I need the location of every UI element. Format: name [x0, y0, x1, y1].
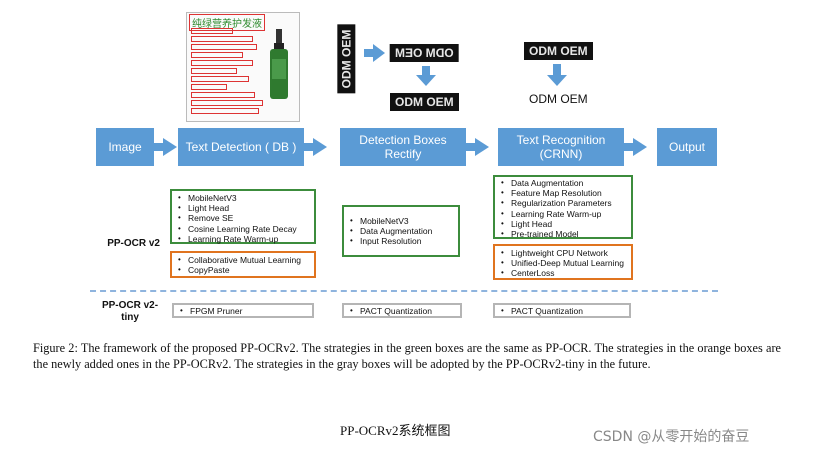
- strategy-item: Lightweight CPU Network: [501, 248, 627, 258]
- strategy-item: FPGM Pruner: [180, 306, 308, 316]
- oem-down-stem: [422, 66, 430, 76]
- strategy-item: Pre-trained Model: [501, 229, 627, 239]
- detection-orange-list: Collaborative Mutual LearningCopyPaste: [176, 255, 310, 276]
- strategy-item: Learning Rate Warm-up: [501, 209, 627, 219]
- bottle-icon: [270, 29, 288, 99]
- flow-text-detection: Text Detection ( DB ): [178, 128, 304, 166]
- detection-green-box: MobileNetV3Light HeadRemove SECosine Lea…: [170, 189, 316, 244]
- strategy-item: Unified-Deep Mutual Learning: [501, 258, 627, 268]
- oem-arrow-right: [373, 44, 385, 62]
- strategy-item: PACT Quantization: [501, 306, 625, 316]
- dashed-separator: [90, 290, 718, 292]
- recognition-orange-list: Lightweight CPU NetworkUnified-Deep Mutu…: [499, 248, 627, 279]
- recog-down-stem: [553, 64, 561, 76]
- detection-green-list: MobileNetV3Light HeadRemove SECosine Lea…: [176, 193, 310, 244]
- strategy-item: MobileNetV3: [178, 193, 310, 203]
- rectify-green-box: MobileNetV3Data AugmentationInput Resolu…: [342, 205, 460, 257]
- row-label-ppocr-v2: PP-OCR v2: [107, 238, 160, 249]
- strategy-item: Regularization Parameters: [501, 198, 627, 208]
- detection-lines: [191, 28, 265, 118]
- recognition-green-box: Data AugmentationFeature Map ResolutionR…: [493, 175, 633, 239]
- oem-recognized-text: ODM OEM: [529, 92, 588, 106]
- figure-caption: Figure 2: The framework of the proposed …: [33, 341, 781, 371]
- flow-text-recognition: Text Recognition (CRNN): [498, 128, 624, 166]
- strategy-item: Collaborative Mutual Learning: [178, 255, 310, 265]
- strategy-item: Learning Rate Warm-up: [178, 234, 310, 244]
- arrow-3: [475, 138, 489, 156]
- oem-recognition-image: ODM OEM: [524, 42, 593, 60]
- strategy-item: Data Augmentation: [350, 226, 454, 236]
- strategy-item: Light Head: [178, 203, 310, 213]
- arrow-stem-1: [154, 143, 164, 151]
- strategy-item: MobileNetV3: [350, 216, 454, 226]
- recog-down-arrow: [547, 75, 567, 86]
- arrow-stem-4: [624, 143, 634, 151]
- detection-gray-box: FPGM Pruner: [172, 303, 314, 318]
- product-header-text: 纯绿营养护发液: [189, 14, 265, 31]
- arrow-1: [163, 138, 177, 156]
- oem-down-arrow: [416, 75, 436, 86]
- rectify-gray-box: PACT Quantization: [342, 303, 462, 318]
- flow-image: Image: [96, 128, 154, 166]
- oem-fixed-image: ODM OEM: [390, 93, 459, 111]
- recognition-green-list: Data AugmentationFeature Map ResolutionR…: [499, 178, 627, 239]
- watermark: CSDN @从零开始的奋豆: [593, 429, 750, 445]
- recognition-orange-box: Lightweight CPU NetworkUnified-Deep Mutu…: [493, 244, 633, 280]
- flow-detection-boxes-rectify: Detection Boxes Rectify: [340, 128, 466, 166]
- rectify-green-list: MobileNetV3Data AugmentationInput Resolu…: [348, 216, 454, 247]
- strategy-item: CopyPaste: [178, 265, 310, 275]
- strategy-item: Input Resolution: [350, 236, 454, 246]
- strategy-item: Data Augmentation: [501, 178, 627, 188]
- recognition-gray-box: PACT Quantization: [493, 303, 631, 318]
- row-label-ppocr-v2-tiny: PP-OCR v2-tiny: [101, 300, 159, 323]
- strategy-item: Feature Map Resolution: [501, 188, 627, 198]
- product-image: 纯绿营养护发液: [186, 12, 300, 122]
- detection-orange-box: Collaborative Mutual LearningCopyPaste: [170, 251, 316, 278]
- oem-rotated-image: ODM OEM: [337, 24, 356, 94]
- recognition-gray-list: PACT Quantization: [499, 306, 625, 316]
- strategy-item: Remove SE: [178, 213, 310, 223]
- oem-arrow-stem: [364, 49, 374, 57]
- arrow-stem-3: [466, 143, 476, 151]
- strategy-item: CenterLoss: [501, 268, 627, 278]
- figure-subcaption: PP-OCRv2系统框图: [340, 423, 451, 438]
- flow-output: Output: [657, 128, 717, 166]
- strategy-item: Cosine Learning Rate Decay: [178, 224, 310, 234]
- detection-gray-list: FPGM Pruner: [178, 306, 308, 316]
- arrow-2: [313, 138, 327, 156]
- rectify-gray-list: PACT Quantization: [348, 306, 456, 316]
- arrow-stem-2: [304, 143, 314, 151]
- arrow-4: [633, 138, 647, 156]
- oem-mirrored-image: ODM OEM: [390, 44, 459, 62]
- strategy-item: Light Head: [501, 219, 627, 229]
- strategy-item: PACT Quantization: [350, 306, 456, 316]
